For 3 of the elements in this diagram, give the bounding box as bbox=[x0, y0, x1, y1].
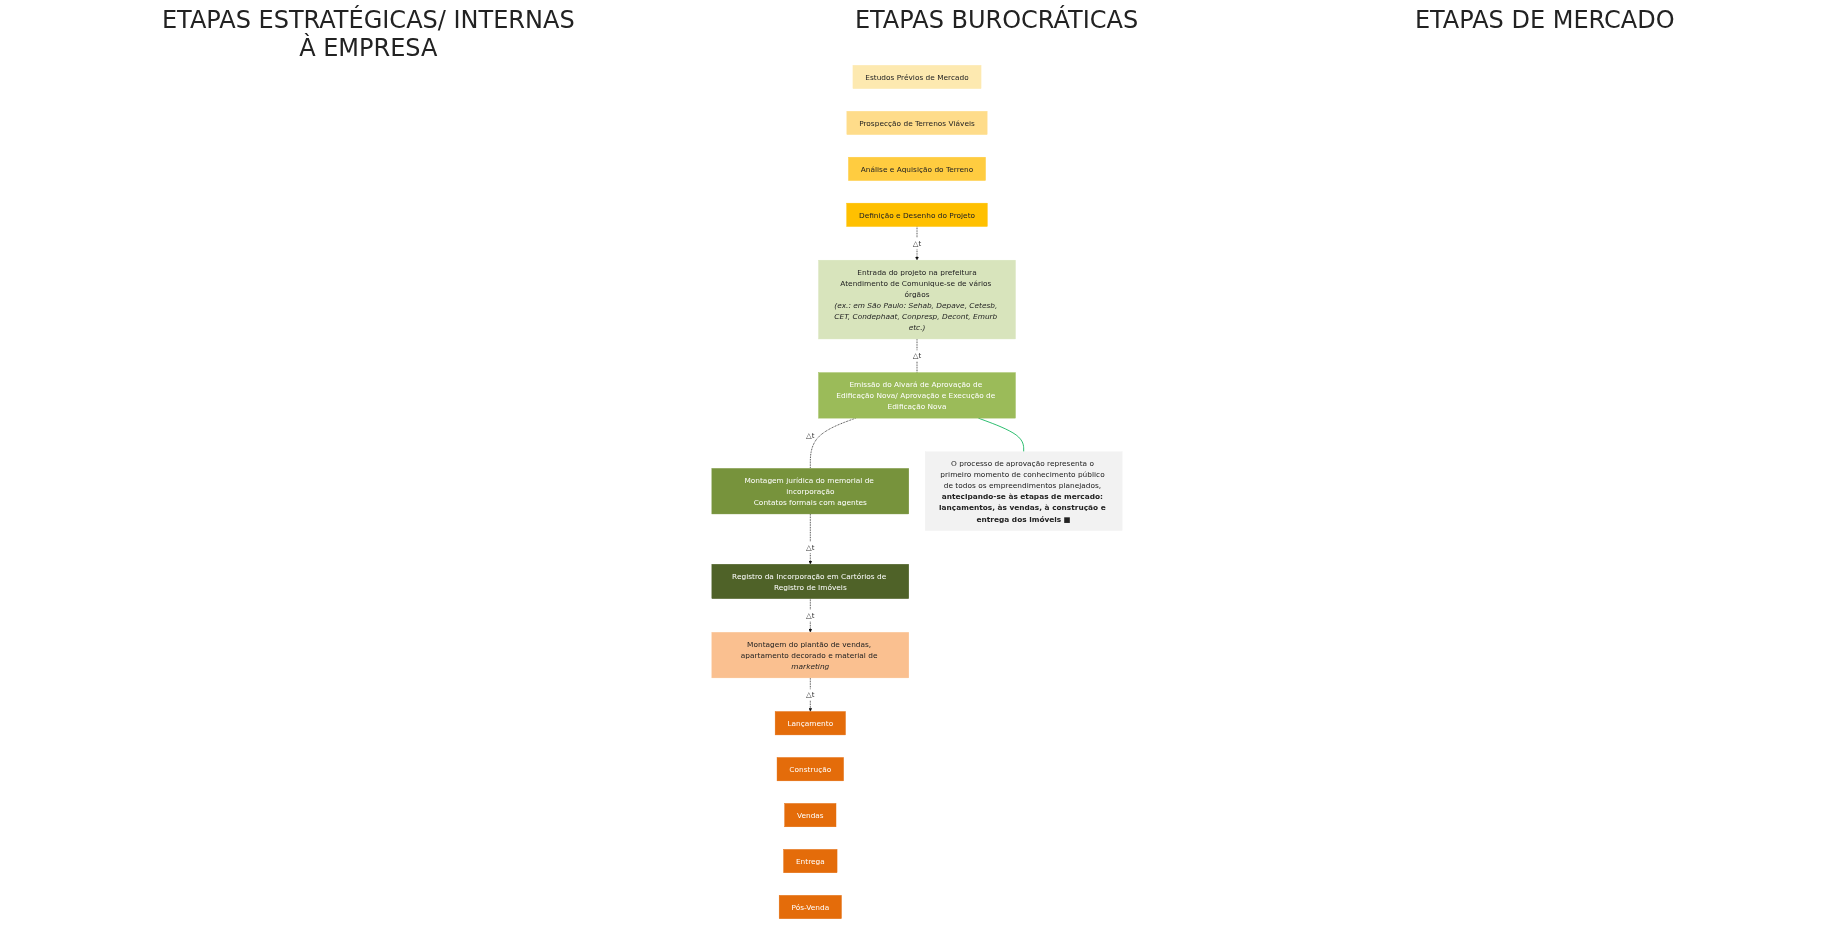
column-heading: ETAPAS DE MERCADO bbox=[1414, 6, 1675, 36]
column-heading: ETAPAS ESTRATÉGICAS/ INTERNAS À EMPRESA bbox=[160, 6, 576, 62]
column-heading: ETAPAS BUROCRÁTICAS bbox=[854, 6, 1139, 36]
